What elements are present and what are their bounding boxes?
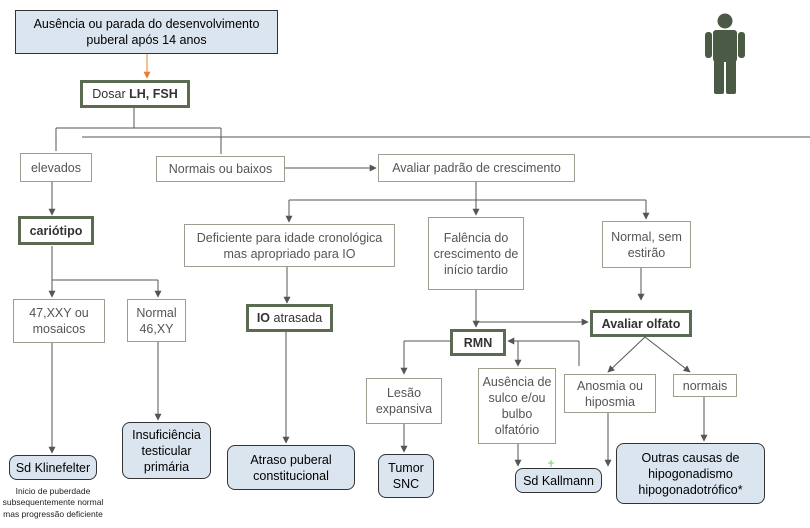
node-atraso-text: Atraso puberal constitucional (250, 452, 332, 483)
node-avaliar-crescimento: Avaliar padrão de crescimento (378, 154, 575, 182)
node-lesao: Lesão expansiva (366, 378, 442, 424)
node-rmn-text: RMN (463, 335, 493, 350)
node-xxy-text: 47,XXY ou mosaicos (29, 306, 89, 336)
node-tumor: Tumor SNC (378, 454, 434, 498)
node-elevados-text: elevados (30, 160, 82, 175)
node-tumor-text: Tumor SNC (388, 461, 424, 491)
node-elevados: elevados (20, 153, 92, 182)
node-insuficiencia-text: Insuficiência testicular primária (132, 427, 201, 474)
node-xxy: 47,XXY ou mosaicos (13, 299, 105, 343)
node-outras: Outras causas de hipogonadismo hipogonad… (616, 443, 765, 504)
node-avaliar-olfato-text: Avaliar olfato (601, 316, 681, 331)
node-deficiente: Deficiente para idade cronológica mas ap… (184, 224, 395, 267)
node-atraso: Atraso puberal constitucional (227, 445, 355, 490)
node-lesao-text: Lesão expansiva (375, 386, 433, 416)
person-icon (705, 13, 745, 94)
node-dosar-bold: LH, FSH (129, 87, 178, 101)
node-ausencia-sulco: Ausência de sulco e/ou bulbo olfatório (478, 368, 556, 444)
node-ausencia-sulco-text: Ausência de sulco e/ou bulbo olfatório (482, 375, 552, 437)
node-normal-sem-estirao: Normal, sem estirão (602, 221, 691, 268)
klinefelter-note-text: Inicio de puberdade subsequentemente nor… (2, 486, 104, 519)
node-io-atrasada: IO atrasada (246, 304, 333, 332)
node-io-rest: atrasada (273, 311, 323, 325)
node-insuficiencia: Insuficiência testicular primária (122, 422, 211, 479)
node-dosar: Dosar LH, FSH (80, 80, 190, 108)
node-normais-baixos-text: Normais ou baixos (168, 162, 273, 176)
node-start: Ausência ou parada do desenvolvimento pu… (15, 10, 278, 54)
node-falencia: Falência do crescimento de início tardio (428, 217, 524, 290)
node-outras-text: Outras causas de hipogonadismo hipogonad… (638, 450, 743, 497)
node-io-bold: IO (256, 311, 271, 325)
node-normais-baixos: Normais ou baixos (156, 156, 285, 182)
node-klinefelter-text: Sd Klinefelter (15, 460, 91, 475)
node-dosar-prefix: Dosar (92, 87, 126, 101)
node-avaliar-olfato: Avaliar olfato (590, 310, 692, 337)
node-start-text: Ausência ou parada do desenvolvimento pu… (33, 17, 260, 47)
klinefelter-note: Inicio de puberdade subsequentemente nor… (0, 486, 106, 520)
node-anosmia: Anosmia ou hiposmia (564, 374, 656, 413)
node-klinefelter: Sd Klinefelter (9, 455, 97, 480)
node-avaliar-crescimento-text: Avaliar padrão de crescimento (392, 161, 561, 175)
node-normal-sem-estirao-text: Normal, sem estirão (611, 229, 682, 260)
node-kallmann: Sd Kallmann (515, 468, 602, 493)
node-normal-xy: Normal 46,XY (127, 299, 186, 342)
node-normais: normais (673, 374, 737, 397)
node-cariotipo-text: cariótipo (29, 223, 83, 238)
node-normais-text: normais (682, 378, 728, 393)
node-rmn: RMN (450, 329, 506, 356)
node-anosmia-text: Anosmia ou hiposmia (576, 378, 643, 409)
node-normal-xy-text: Normal 46,XY (136, 305, 177, 336)
node-falencia-text: Falência do crescimento de início tardio (433, 230, 519, 277)
node-kallmann-text: Sd Kallmann (523, 473, 594, 488)
node-deficiente-text: Deficiente para idade cronológica mas ap… (196, 230, 383, 261)
node-cariotipo: cariótipo (18, 216, 94, 245)
